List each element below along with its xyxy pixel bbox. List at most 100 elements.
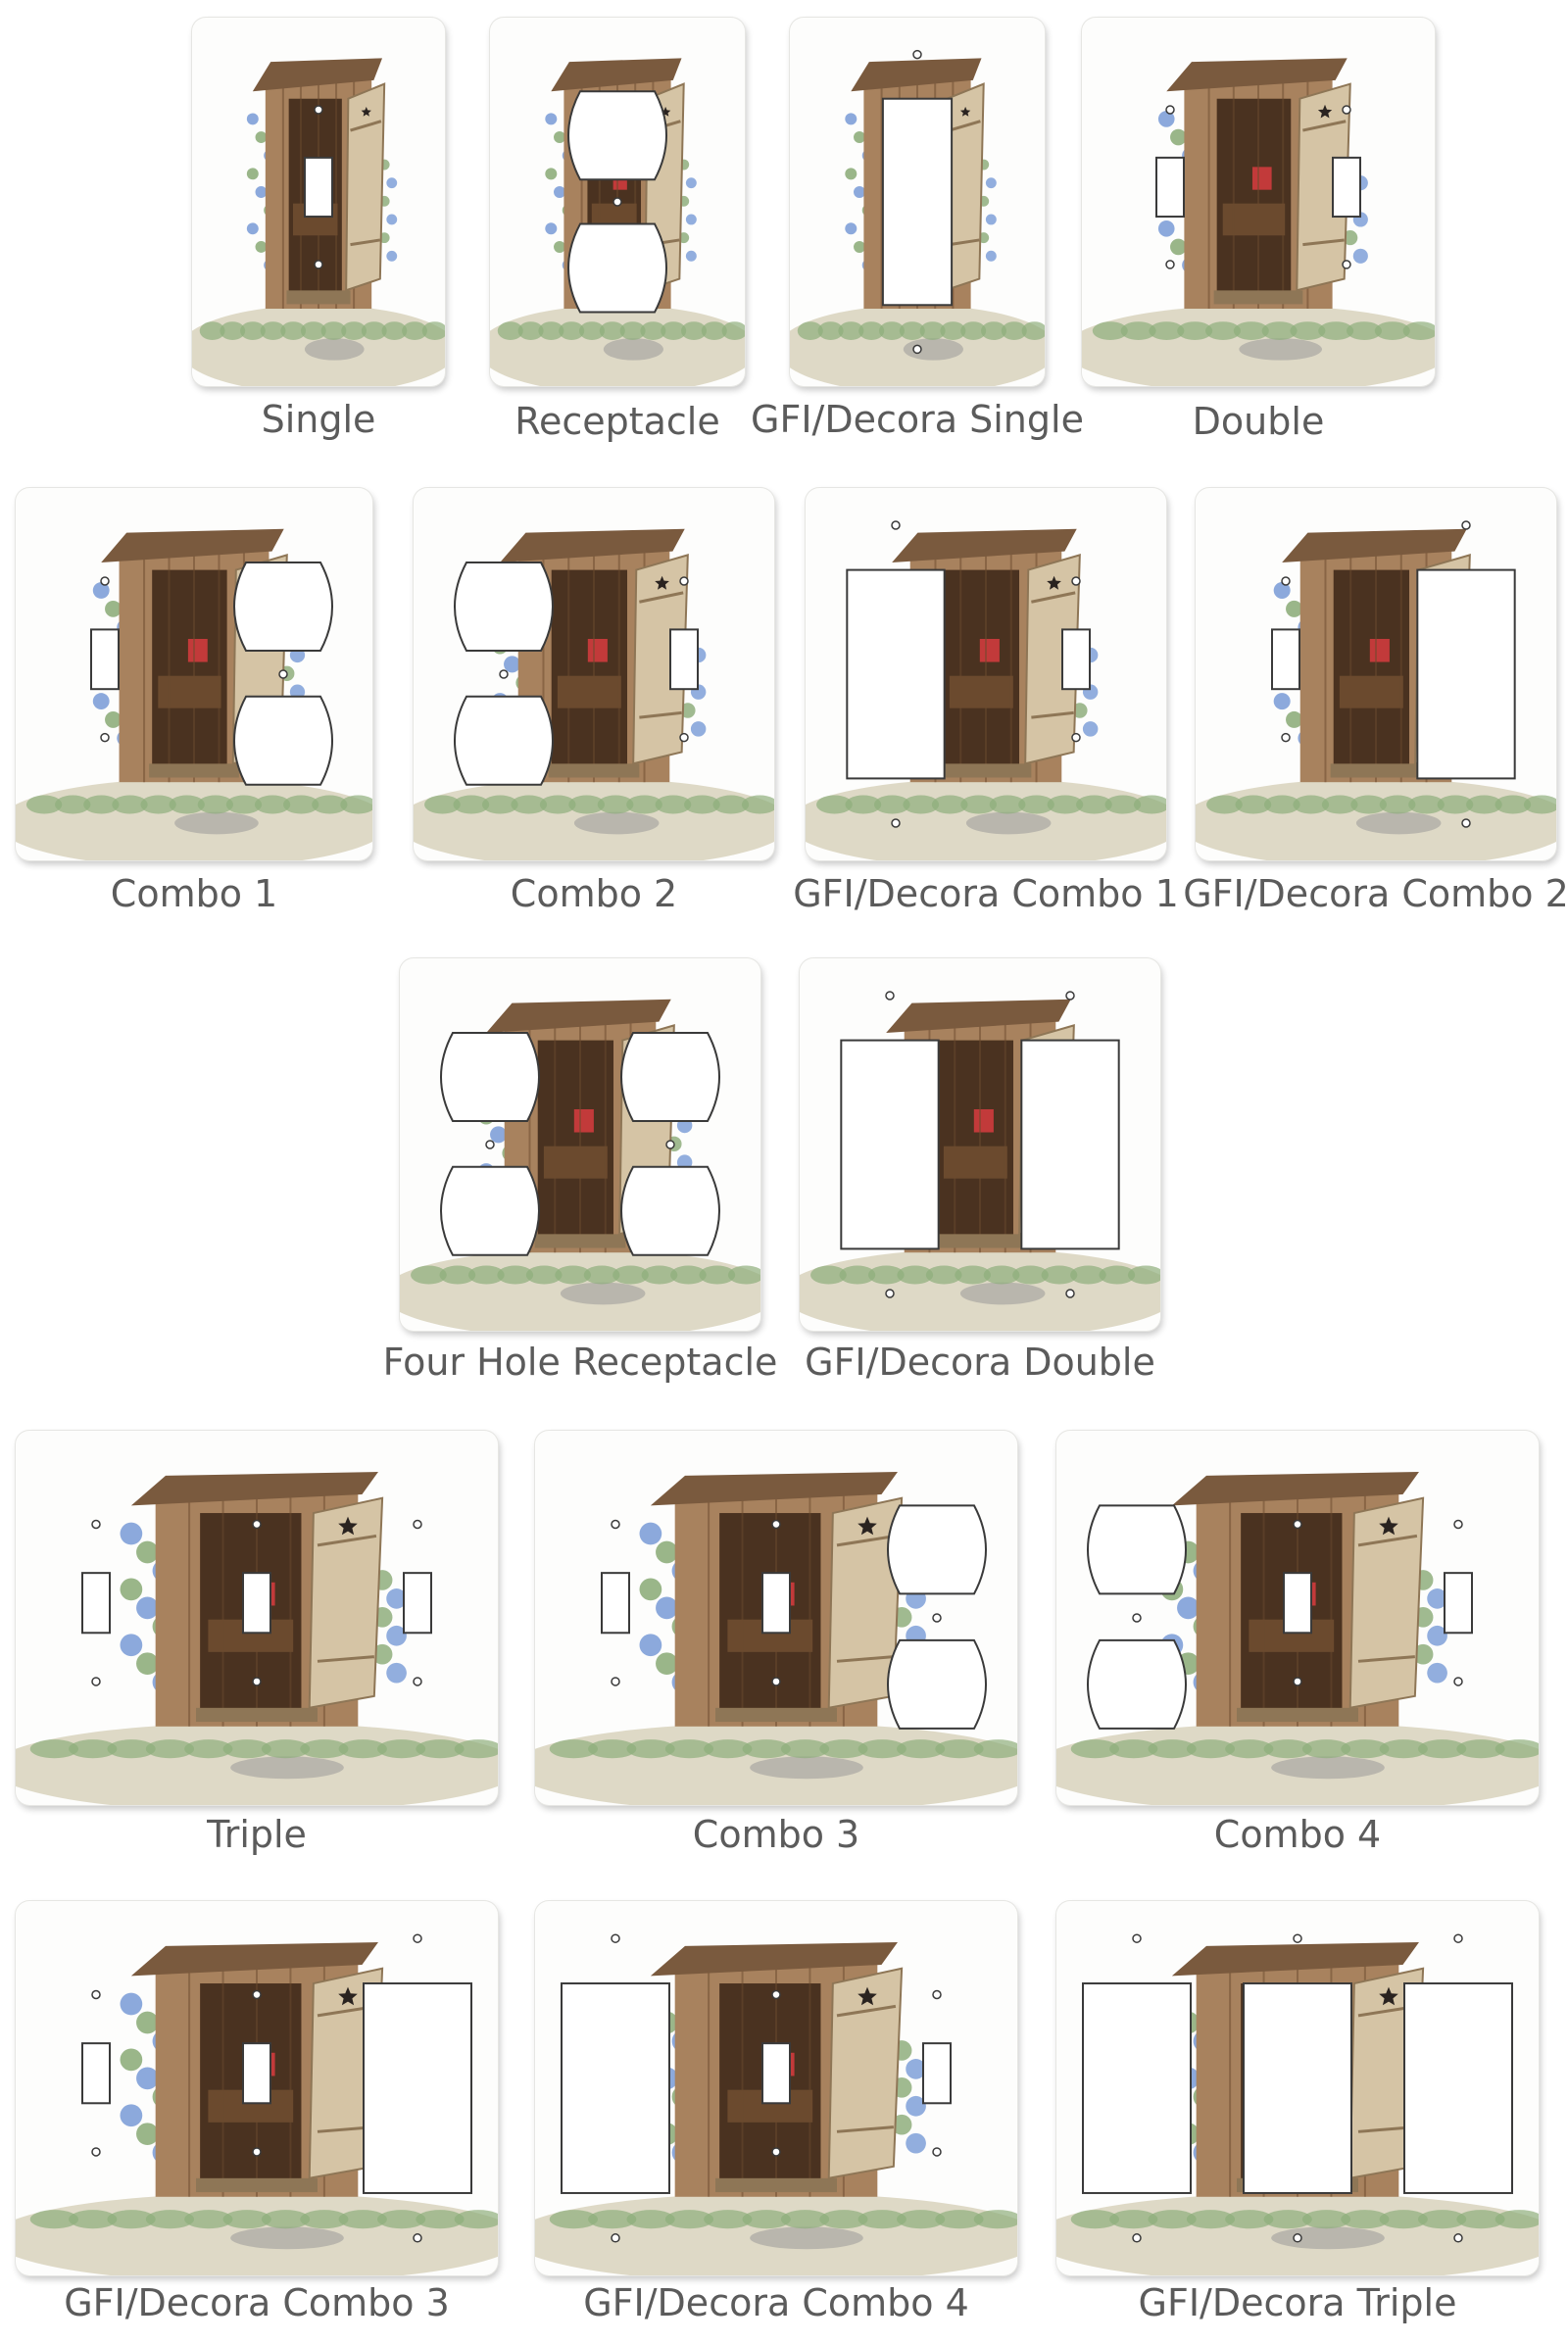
screw-hole [932,2147,942,2157]
screw-hole [413,1933,422,1943]
grass-tuft [1466,795,1502,814]
grass-tuft [640,321,666,340]
toggle-switch-cutout [1444,1572,1473,1635]
grass-tuft [1177,321,1213,340]
plate-gfi-decora-combo-4[interactable]: GFI/Decora Combo 4 [535,1901,1017,2330]
open-door [308,1496,384,1709]
grass-tuft [107,2210,156,2229]
plate-gfi-decora-combo-1[interactable]: GFI/Decora Combo 1 [793,488,1179,921]
grass-tuft [819,1739,868,1759]
wallplate-image [535,1431,1017,1805]
grass-tuft [377,2210,426,2229]
grass-tuft [1379,2210,1428,2229]
wallplate-image [790,18,1045,386]
grass-tuft [858,321,885,340]
grass-tuft [1148,1739,1197,1759]
morning-glory-flower [985,250,997,262]
morning-glory-flower [386,1662,407,1684]
grass-tuft [1109,2210,1158,2229]
duplex-outlet-cutout [440,1032,540,1122]
morning-glory-flower [386,177,398,189]
grass-tuft [935,1739,984,1759]
grass-tuft [1494,795,1532,814]
outhouse-step [149,763,239,778]
grass-tuft [1263,795,1300,814]
screw-hole [314,260,323,269]
screw-hole [891,520,901,530]
grass-tuft [1379,1739,1428,1759]
morning-glory-flower [1170,128,1187,146]
grass-tuft [1263,1739,1312,1759]
outhouse-roof [1282,528,1467,562]
plate-gfi-decora-combo-3[interactable]: GFI/Decora Combo 3 [16,1901,498,2330]
grass-tuft [960,795,998,814]
screw-hole [252,2147,262,2157]
grass-tuft [955,1265,992,1285]
screw-hole [1281,732,1291,743]
stepping-stone [174,811,259,835]
wallplate-artwork [16,528,372,860]
morning-glory-flower [92,693,110,709]
door-brace [836,2004,897,2018]
screw-hole [485,1140,495,1149]
plate-receptacle[interactable]: Receptacle [490,18,745,449]
wallplate-image [1056,1901,1539,2275]
grass-tuft [780,2210,830,2229]
outhouse-roof [886,999,1071,1033]
screw-hole [1293,2233,1302,2243]
plate-triple[interactable]: Triple [16,1431,498,1862]
grass-tuft [1001,321,1027,340]
screw-hole [100,732,110,743]
grass-tuft [989,795,1026,814]
screw-hole [1293,1519,1302,1530]
grass-tuft [361,321,387,340]
morning-glory-flower [685,214,697,225]
morning-glory-flower [1286,600,1303,617]
toggle-switch-cutout [669,628,699,691]
morning-glory-flower [386,214,398,225]
stepping-stone [1271,1756,1385,1780]
plate-label: GFI/Decora Combo 4 [583,2281,969,2324]
grass-tuft [858,1739,906,1759]
duplex-outlet-cutout [233,695,333,786]
plate-combo-2[interactable]: Combo 2 [414,488,774,921]
plate-single[interactable]: Single [192,18,445,447]
outhouse-roof [1166,58,1348,92]
morning-glory-flower [255,186,268,198]
morning-glory-flower [246,222,259,235]
plate-gfi-decora-single[interactable]: GFI/Decora Single [751,18,1084,447]
grass-tuft [1233,321,1269,340]
grass-tuft [903,795,940,814]
screw-hole [252,1989,262,2000]
grass-tuft [312,795,348,814]
grass-tuft [184,2210,233,2229]
grass-tuft [973,2210,1017,2229]
plate-gfi-decora-combo-2[interactable]: GFI/Decora Combo 2 [1183,488,1568,921]
plate-label: GFI/Decora Triple [1138,2281,1457,2324]
outhouse-step [286,290,351,305]
screw-hole [611,1933,620,1943]
toggle-switch-cutout [81,1572,111,1635]
plate-gfi-decora-double[interactable]: GFI/Decora Double [800,958,1160,1390]
grass-tuft [1104,795,1142,814]
open-door [1024,554,1081,765]
plate-label: GFI/Decora Combo 1 [793,872,1179,915]
grass-tuft [254,795,291,814]
grass-tuft [1261,321,1298,340]
grass-tuft [222,2210,271,2229]
plate-label: Four Hole Receptacle [382,1341,778,1384]
plate-combo-1[interactable]: Combo 1 [16,488,372,921]
grass-tuft [1070,1739,1119,1759]
screw-hole [891,818,901,828]
screw-hole [1165,260,1175,269]
screw-hole [278,669,288,679]
plate-combo-3[interactable]: Combo 3 [535,1431,1017,1862]
outhouse-illustration [1082,58,1435,386]
plate-gfi-decora-triple[interactable]: GFI/Decora Triple [1056,1901,1539,2330]
plate-double[interactable]: Double [1082,18,1435,449]
morning-glory-flower [371,1643,393,1665]
plate-four-hole-receptacle[interactable]: Four Hole Receptacle [383,958,777,1390]
plate-combo-4[interactable]: Combo 4 [1056,1431,1539,1862]
plate-label: Double [1192,400,1325,443]
door-star-icon [660,106,671,117]
